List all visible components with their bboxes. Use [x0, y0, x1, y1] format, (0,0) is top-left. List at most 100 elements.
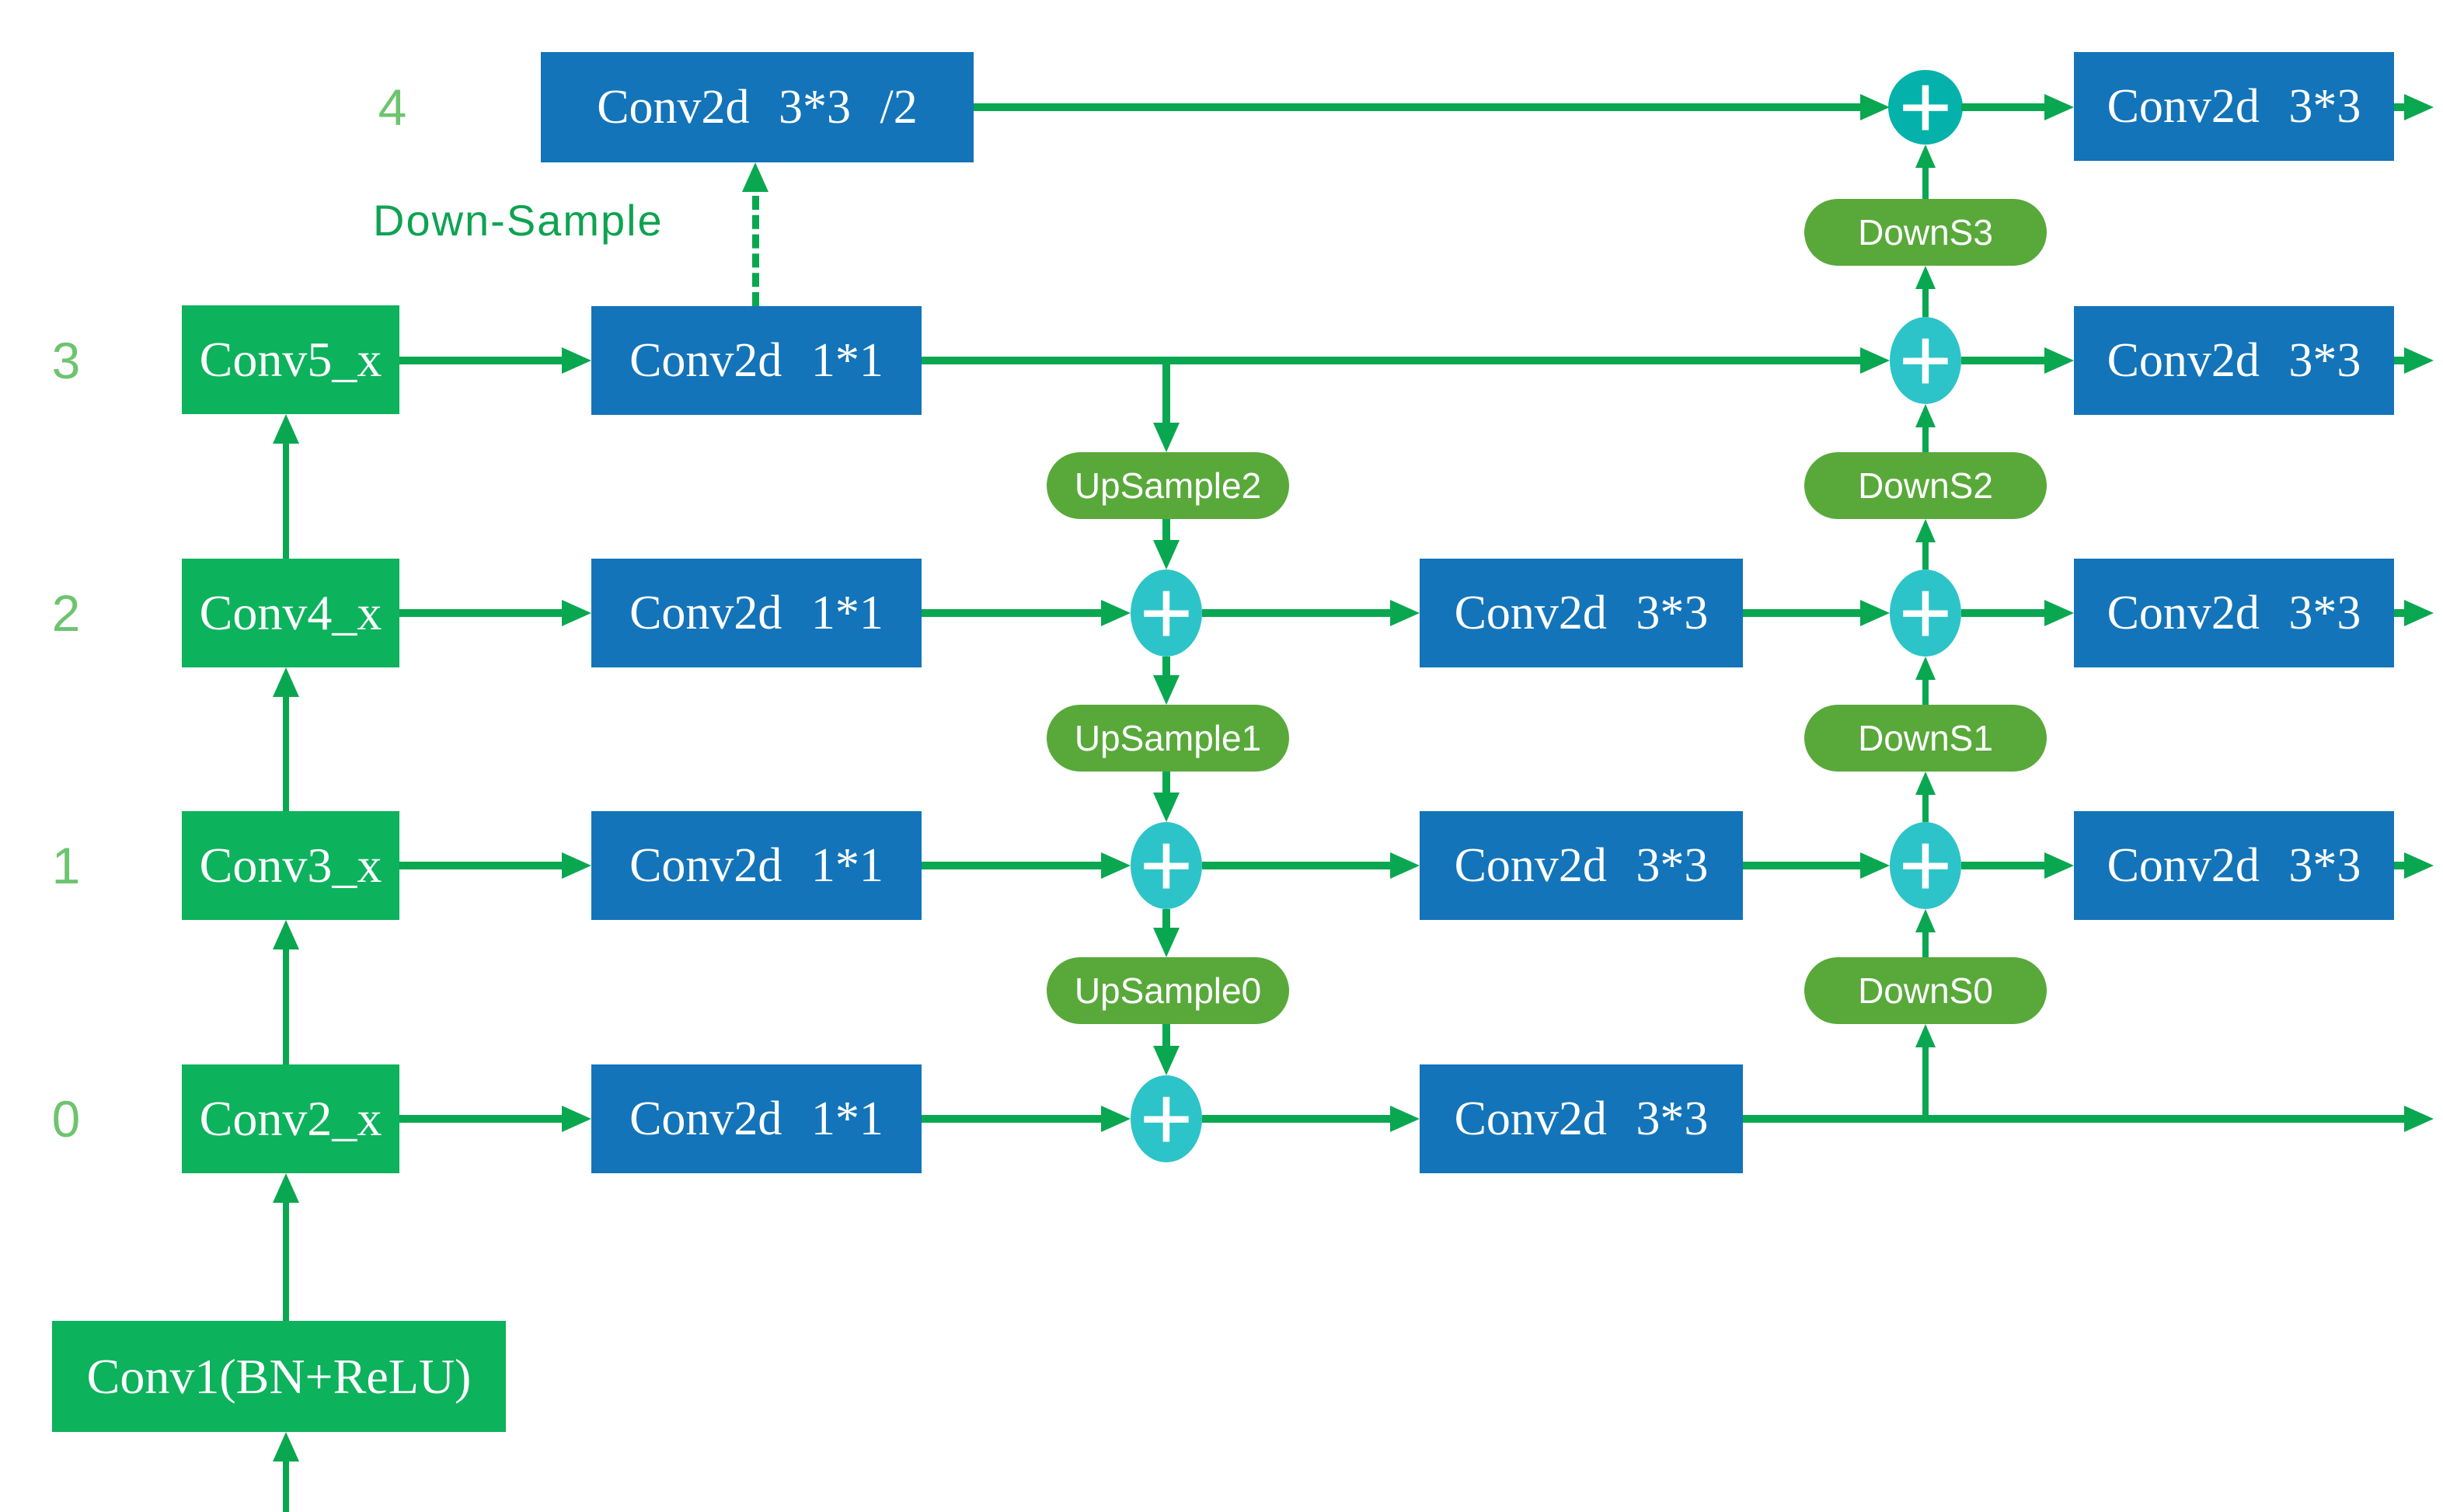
line-add3right-to-downs3 [1922, 289, 1929, 317]
arrowhead-conv3x-conv4x [273, 667, 299, 697]
backbone-conv2x-box: Conv2_x [182, 1064, 399, 1173]
add-node-l3-right: + [1890, 315, 1961, 406]
arrowhead-lateral1-add1mid [1101, 852, 1131, 879]
arrowhead-downs3-add4 [1915, 145, 1936, 168]
top-stride2-conv-box: Conv2d 3*3 /2 [541, 52, 974, 162]
line-lateral0-to-add0mid [922, 1115, 1101, 1123]
line-smooth2-to-add2right [1743, 609, 1860, 617]
output-conv3x3-box-l4: Conv2d 3*3 [2074, 52, 2394, 161]
lateral-conv1x1-box-l2: Conv2d 1*1 [591, 559, 922, 667]
arrowhead-smooth1-add1right [1860, 852, 1890, 879]
arrowhead-add2mid-upsample1 [1153, 675, 1180, 705]
output-conv3x3-box-l2: Conv2d 3*3 [2074, 559, 2394, 667]
line-output3-exit [2394, 357, 2404, 364]
arrowhead-conv4x-conv5x [273, 414, 299, 444]
line-conv5x-to-lateral3 [399, 357, 562, 364]
arrowhead-add2right-downs2 [1915, 519, 1936, 542]
add-node-l1-mid: + [1131, 820, 1202, 911]
downs0-pill: DownS0 [1804, 957, 2047, 1024]
line-output1-exit [2394, 862, 2404, 869]
down-sample-label: Down-Sample [373, 195, 664, 245]
arrowhead-conv5x-lateral3 [562, 347, 591, 374]
arrowhead-downs0-add1right [1915, 909, 1936, 932]
line-upsample2-to-add2mid [1162, 519, 1170, 540]
down-sample-dashed-line [752, 196, 759, 306]
downs3-pill: DownS3 [1804, 199, 2047, 266]
arrowhead-output3-exit [2404, 347, 2434, 374]
upsample2-pill: UpSample2 [1047, 452, 1289, 519]
add-node-l4: + [1888, 61, 1963, 153]
arrowhead-add4-output4 [2044, 94, 2074, 120]
arrowhead-add3-output3 [2044, 347, 2074, 374]
line-conv2x-to-conv3x [283, 949, 289, 1064]
line-add1-to-output1 [1961, 862, 2044, 869]
downs1-pill: DownS1 [1804, 705, 2047, 772]
add-node-l2-right: + [1890, 567, 1961, 659]
arrowhead-output2-exit [2404, 600, 2434, 626]
downs2-pill: DownS2 [1804, 452, 2047, 519]
arrowhead-lateral0-add0mid [1101, 1106, 1131, 1132]
line-upsample1-to-add1mid [1162, 772, 1170, 793]
arrowhead-add1right-downs1 [1915, 772, 1936, 795]
line-smooth1-to-add1right [1743, 862, 1860, 869]
arrowhead-upsample2-add2mid [1153, 540, 1180, 570]
arrowhead-output1-exit [2404, 852, 2434, 879]
upsample0-pill: UpSample0 [1047, 957, 1289, 1024]
line-add2mid-to-smooth2 [1202, 609, 1390, 617]
arrowhead-add1mid-upsample0 [1153, 928, 1180, 957]
line-lateral1-to-add1mid [922, 862, 1101, 869]
arrowhead-conv4x-lateral2 [562, 600, 591, 626]
arrowhead-upsample1-add1mid [1153, 793, 1180, 822]
lateral-conv1x1-box-l3: Conv2d 1*1 [591, 306, 922, 415]
arrowhead-lateral2-add2mid [1101, 600, 1131, 626]
arrowhead-add3right-downs3 [1915, 266, 1936, 289]
line-add2mid-to-upsample1 [1162, 657, 1170, 675]
smooth-conv3x3-box-l1: Conv2d 3*3 [1420, 811, 1743, 920]
line-input-to-conv1 [283, 1461, 289, 1512]
add-node-l0-mid: + [1131, 1073, 1202, 1165]
line-conv3x-to-conv4x [283, 697, 289, 811]
add-node-l2-mid: + [1131, 567, 1202, 659]
arrowhead-add0mid-smooth0 [1390, 1106, 1420, 1132]
smooth-conv3x3-box-l2: Conv2d 3*3 [1420, 559, 1743, 667]
level-label-0: 0 [51, 1090, 81, 1148]
arrowhead-conv2x-conv3x [273, 920, 299, 949]
arrowhead-conv2x-lateral0 [562, 1106, 591, 1132]
line-l0-to-downs0 [1922, 1047, 1929, 1119]
line-add2right-to-downs2 [1922, 542, 1929, 570]
arrowhead-upsample0-add0mid [1153, 1046, 1180, 1075]
line-output2-exit [2394, 609, 2404, 617]
line-downs0-to-add1right [1922, 932, 1929, 957]
arrowhead-add2mid-smooth2 [1390, 600, 1420, 626]
upsample1-pill: UpSample1 [1047, 705, 1289, 772]
output-conv3x3-box-l3: Conv2d 3*3 [2074, 306, 2394, 415]
arrowhead-l0-downs0 [1915, 1024, 1936, 1047]
arrowhead-lateral3-add3 [1860, 347, 1890, 374]
smooth-conv3x3-box-l0: Conv2d 3*3 [1420, 1064, 1743, 1173]
line-conv4x-to-conv5x [283, 444, 289, 559]
line-upsample0-to-add0mid [1162, 1024, 1170, 1046]
line-conv4x-to-lateral2 [399, 609, 562, 617]
line-conv1-to-conv2x [283, 1203, 289, 1321]
line-add1right-to-downs1 [1922, 795, 1929, 822]
lateral-conv1x1-box-l0: Conv2d 1*1 [591, 1064, 922, 1173]
line-add4-to-output4 [1961, 103, 2044, 111]
arrowhead-conv1-conv2x [273, 1173, 299, 1203]
arrowhead-add2-output2 [2044, 600, 2074, 626]
backbone-conv1-box: Conv1(BN+ReLU) [52, 1321, 506, 1432]
arrowhead-topbox-add4 [1860, 94, 1890, 120]
arrowhead-add1-output1 [2044, 852, 2074, 879]
line-add1mid-to-upsample0 [1162, 909, 1170, 928]
line-add3-to-output3 [1961, 357, 2044, 364]
arrowhead-add1mid-smooth1 [1390, 852, 1420, 879]
line-conv2x-to-lateral0 [399, 1115, 562, 1123]
line-downs2-to-add3right [1922, 427, 1929, 452]
output-conv3x3-box-l1: Conv2d 3*3 [2074, 811, 2394, 920]
backbone-conv3x-box: Conv3_x [182, 811, 399, 920]
level-label-2: 2 [51, 584, 81, 642]
level-label-4: 4 [378, 78, 407, 136]
line-smooth0-to-output-edge [1743, 1115, 2404, 1123]
level-label-1: 1 [51, 837, 81, 894]
arrowhead-conv3x-lateral1 [562, 852, 591, 879]
